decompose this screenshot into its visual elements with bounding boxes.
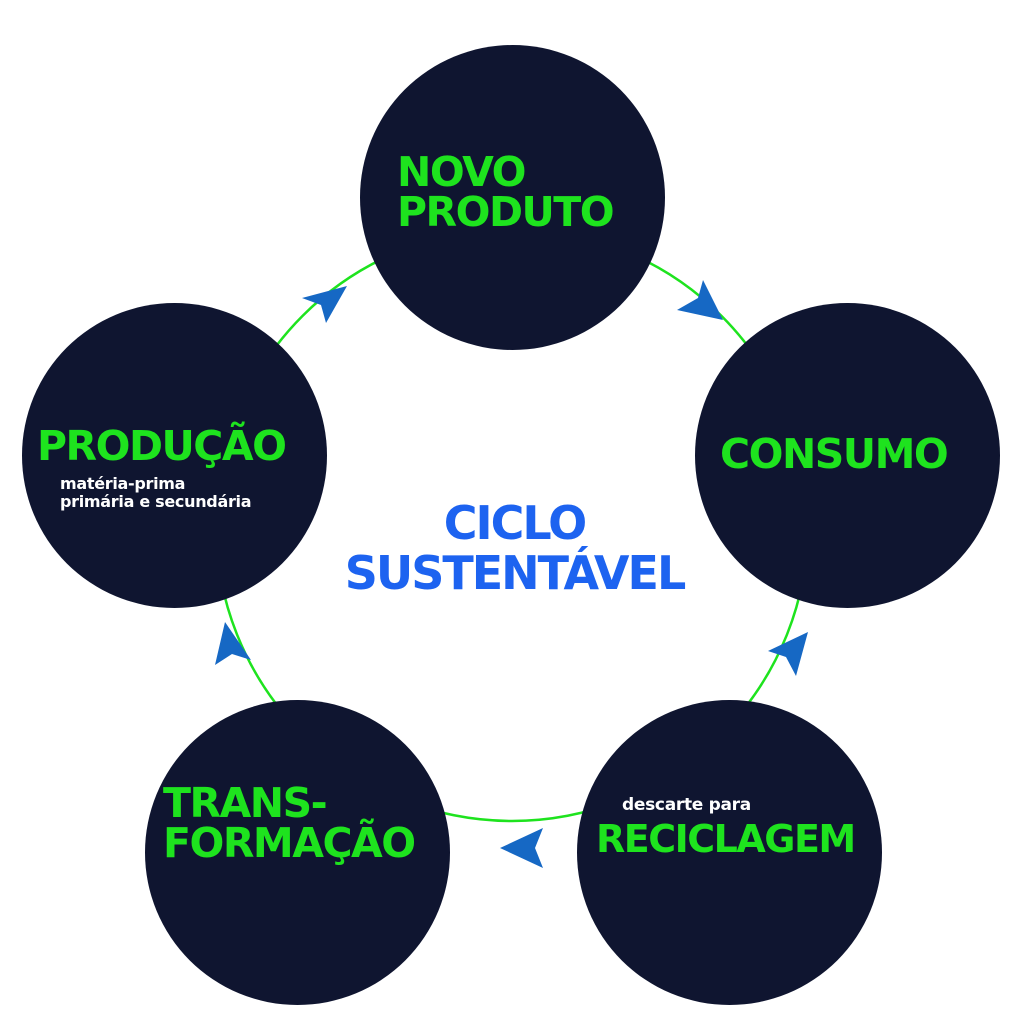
node-consumo <box>695 303 1000 608</box>
node-novo-produto <box>360 45 665 350</box>
consumo-title: CONSUMO <box>720 430 949 478</box>
center-title-line1: CICLO <box>443 496 587 550</box>
arrow-reciclagem-to-transformacao <box>500 828 543 868</box>
node-transformacao <box>145 700 450 1005</box>
arrow-transformacao-to-producao <box>215 622 251 665</box>
producao-title: PRODUÇÃO <box>37 422 287 470</box>
producao-sub1: matéria-prima <box>60 474 186 493</box>
novo-produto-line1: NOVO <box>397 148 526 196</box>
transformacao-line2: FORMAÇÃO <box>163 819 416 867</box>
producao-sub2: primária e secundária <box>60 492 252 511</box>
arrow-producao-to-novo <box>302 286 347 323</box>
arrow-consumo-to-reciclagem <box>768 632 808 676</box>
node-reciclagem <box>577 700 882 1005</box>
novo-produto-line2: PRODUTO <box>397 188 615 236</box>
transformacao-line1: TRANS- <box>163 779 328 827</box>
reciclagem-subtitle: descarte para <box>622 795 751 815</box>
center-title-line2: SUSTENTÁVEL <box>344 546 687 600</box>
arrow-novo-to-consumo <box>677 280 723 320</box>
node-producao <box>22 303 327 608</box>
reciclagem-title: RECICLAGEM <box>596 817 856 861</box>
